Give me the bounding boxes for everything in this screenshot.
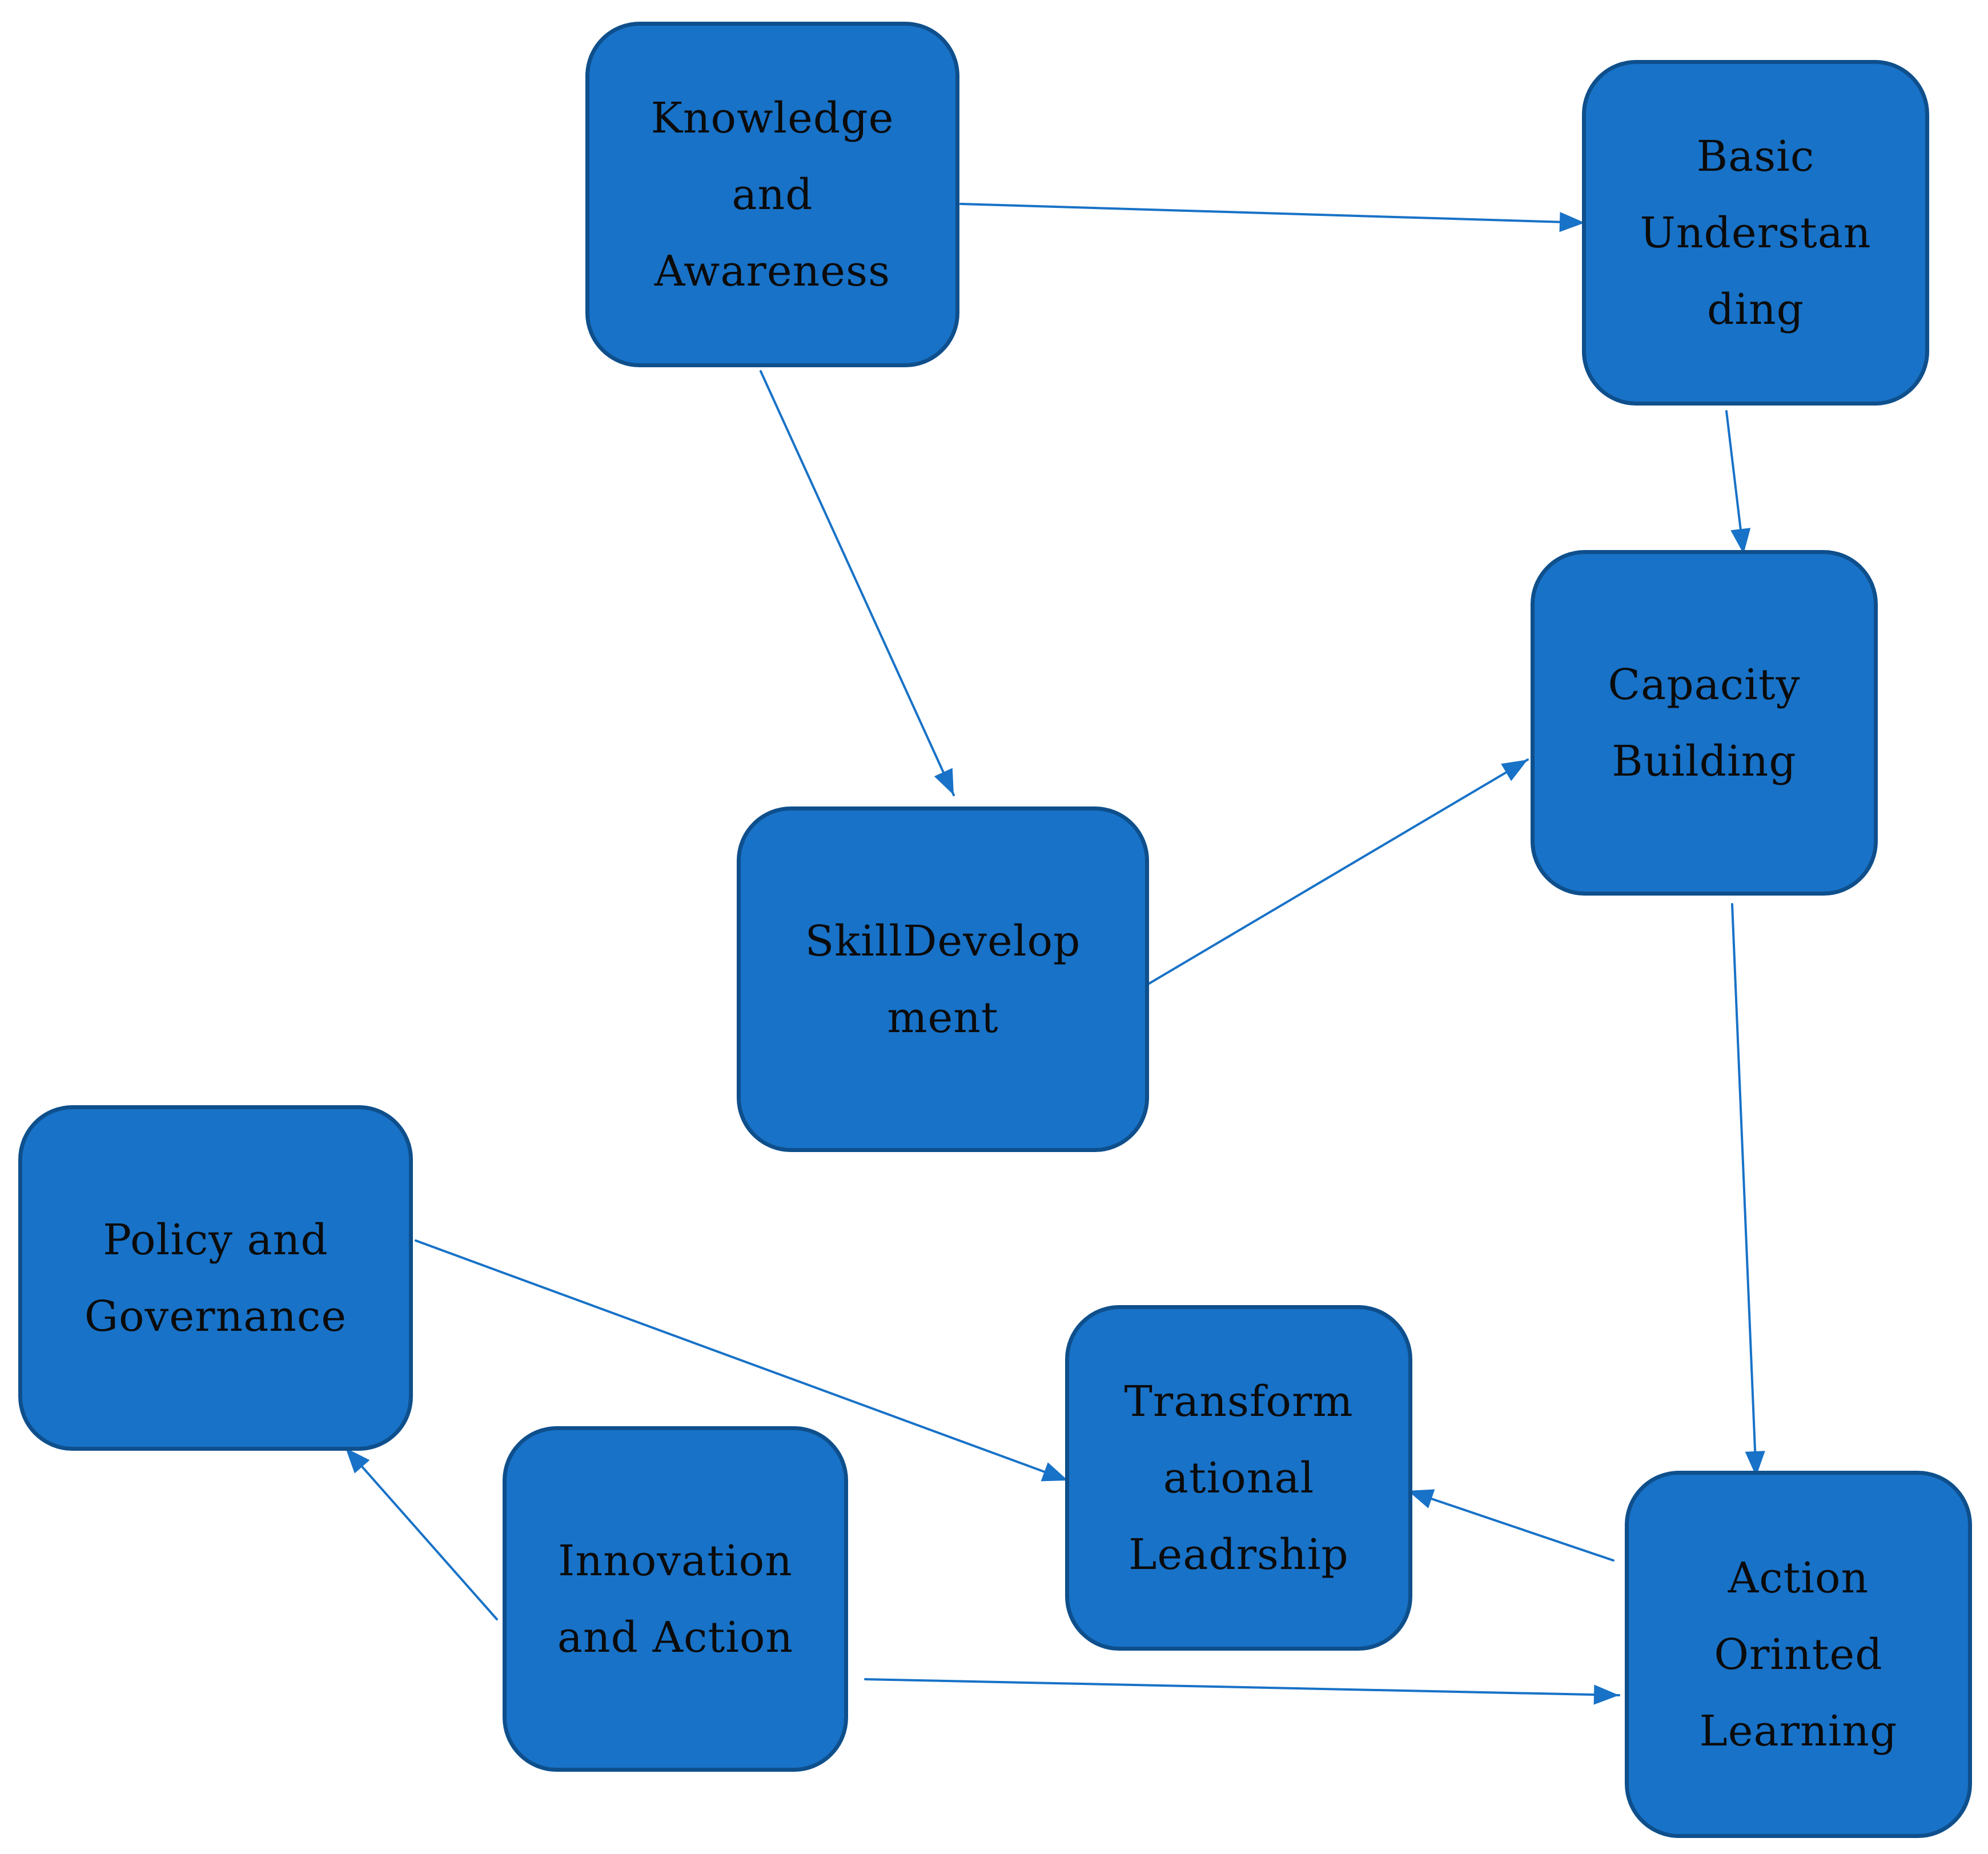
node-label: SkillDevelop ment bbox=[805, 916, 1081, 1042]
node-label: Knowledge and Awareness bbox=[650, 93, 894, 296]
node-policy-and-governance: Policy and Governance bbox=[18, 1105, 413, 1451]
node-transformational-leadership: Transform ational Leadrship bbox=[1065, 1305, 1412, 1651]
node-skill-development: SkillDevelop ment bbox=[737, 806, 1149, 1152]
node-innovation-and-action: Innovation and Action bbox=[503, 1426, 848, 1772]
node-action-oriented-learning: Action Orinted Learning bbox=[1625, 1471, 1972, 1838]
node-knowledge-and-awareness: Knowledge and Awareness bbox=[585, 22, 959, 367]
edge-capacity-to-action bbox=[1731, 903, 1765, 1478]
node-label: Capacity Building bbox=[1608, 660, 1801, 786]
edge-action-to-transform bbox=[1407, 1489, 1615, 1562]
node-label: Basic Understan ding bbox=[1640, 131, 1871, 334]
edge-skill-to-capacity bbox=[1148, 759, 1529, 985]
edge-knowledge-to-skill bbox=[760, 370, 955, 796]
node-label: Innovation and Action bbox=[557, 1536, 794, 1662]
edge-knowledge-to-basic bbox=[959, 203, 1586, 232]
edge-policy-to-transform bbox=[415, 1239, 1069, 1482]
node-basic-understanding: Basic Understan ding bbox=[1582, 60, 1929, 406]
node-label: Action Orinted Learning bbox=[1699, 1553, 1898, 1756]
node-capacity-building: Capacity Building bbox=[1531, 550, 1878, 896]
edge-innovation-to-policy bbox=[344, 1447, 498, 1620]
edge-innovation-to-action bbox=[864, 1678, 1620, 1705]
node-label: Transform ational Leadrship bbox=[1124, 1377, 1354, 1579]
edge-basic-to-capacity bbox=[1725, 410, 1751, 555]
node-label: Policy and Governance bbox=[84, 1215, 347, 1341]
